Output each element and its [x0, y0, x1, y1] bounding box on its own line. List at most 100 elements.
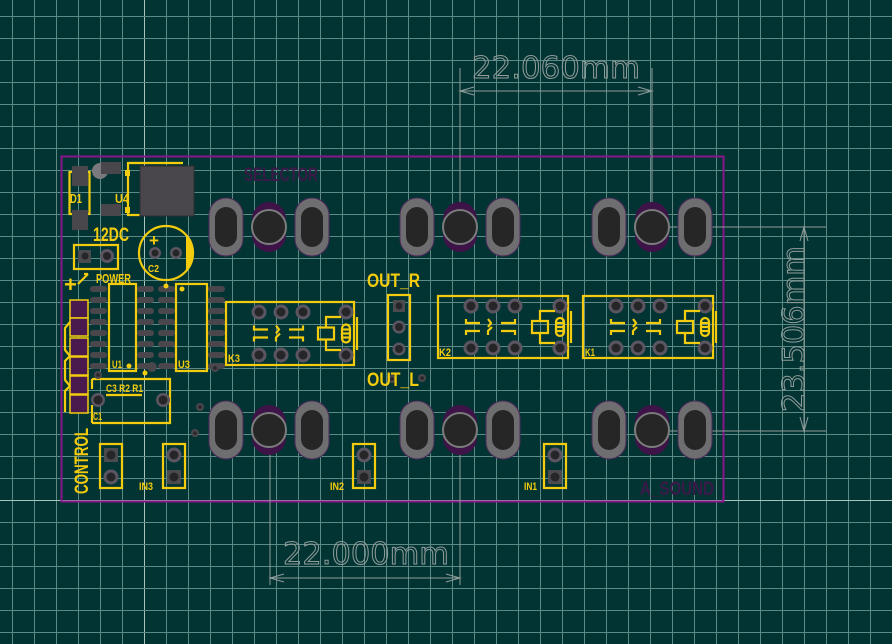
dimension-top-arrow-left	[458, 86, 475, 96]
out-header-drill	[395, 302, 403, 310]
component-k2[interactable]	[436, 294, 573, 360]
relay-coil-symbol	[530, 309, 555, 345]
ic-pad	[90, 352, 107, 358]
control-pad	[69, 394, 89, 414]
jack-center-pad	[442, 209, 478, 245]
audio-jack[interactable]	[399, 400, 521, 460]
audio-jack[interactable]	[591, 400, 713, 460]
u3-outline	[174, 282, 209, 373]
relay-drill	[488, 343, 498, 353]
ic-pad	[208, 341, 225, 347]
relay-outline	[581, 294, 715, 360]
relay-switch-symbol	[464, 318, 517, 335]
ic-pad	[208, 330, 225, 336]
component-u1[interactable]: U1	[107, 282, 138, 373]
component-in3-left[interactable]	[98, 442, 124, 490]
component-u3[interactable]: U3	[174, 282, 209, 373]
component-in2[interactable]	[351, 442, 377, 490]
header-drill	[169, 450, 179, 460]
via	[147, 362, 157, 372]
ic-pad	[137, 286, 154, 292]
header-drill	[106, 472, 116, 482]
component-control-connector[interactable]: CONTROL	[63, 299, 93, 494]
component-power-header[interactable]: POWER +	[64, 243, 131, 297]
ic-pad	[158, 363, 175, 369]
component-d1[interactable]: D1	[68, 166, 91, 230]
u4-label: U4	[115, 191, 130, 206]
k3-label: K3	[228, 353, 240, 365]
relay-drill	[298, 350, 308, 360]
ic-pad	[90, 363, 107, 369]
relay-drill	[655, 343, 665, 353]
k1-label: K1	[585, 347, 595, 359]
jack-oval-drill	[684, 207, 706, 247]
dimension-bottom[interactable]: 22.000mm	[268, 430, 462, 585]
ic-pad	[137, 297, 154, 303]
relay-drill	[510, 301, 520, 311]
component-k1[interactable]	[581, 294, 718, 360]
via-drill	[96, 373, 100, 377]
dimension-top-arrow-right	[637, 86, 654, 96]
jack-oval-drill	[492, 207, 514, 247]
c2-polarity-band	[186, 234, 194, 272]
ic-pad	[90, 319, 107, 325]
component-c1[interactable]: C3 R2 R1 C1	[90, 377, 172, 425]
relay-drill	[655, 301, 665, 311]
c3-r2-r1-label: C3 R2 R1	[106, 383, 143, 395]
jack-oval-drill	[215, 410, 237, 450]
relay-drill	[611, 301, 621, 311]
header-drill	[550, 450, 560, 460]
ic-pad	[158, 352, 175, 358]
out-r-label: OUT_R	[367, 271, 420, 292]
power-leader	[77, 273, 89, 285]
control-pad	[69, 375, 89, 395]
component-in1[interactable]	[542, 442, 568, 490]
header-drill	[169, 472, 179, 482]
dimension-right[interactable]: 23.506mm	[652, 225, 826, 433]
relay-drill	[555, 301, 565, 311]
jack-oval-drill	[215, 207, 237, 247]
jack-center-pad	[634, 412, 670, 448]
ic-pad	[158, 341, 175, 347]
ic-pad	[90, 341, 107, 347]
header-drill	[359, 472, 369, 482]
out-header-outline	[386, 293, 412, 362]
jack-oval-drill	[406, 410, 428, 450]
ic-pad	[158, 319, 175, 325]
audio-jack[interactable]	[591, 197, 713, 257]
audio-jack[interactable]	[399, 197, 521, 257]
dimension-right-arrow-bottom	[799, 416, 809, 433]
relay-coil-symbol	[316, 315, 341, 352]
dimension-top[interactable]: 22.060mm	[458, 51, 654, 222]
jack-center-pad	[251, 412, 287, 448]
board-outline[interactable]	[60, 155, 725, 503]
audio-jack[interactable]	[208, 400, 330, 460]
relay-drill	[466, 343, 476, 353]
out-header-drill	[395, 345, 403, 353]
audio-jack[interactable]	[208, 197, 330, 257]
component-in3-right[interactable]	[161, 442, 187, 490]
ic-pad	[158, 330, 175, 336]
ic-pad	[137, 352, 154, 358]
component-c2[interactable]: + C2	[137, 224, 195, 282]
c2-plus-label: +	[149, 231, 159, 250]
control-outline	[63, 321, 71, 357]
relays	[224, 294, 718, 367]
component-k3[interactable]	[224, 300, 359, 367]
relay-drill	[276, 350, 286, 360]
u1-label: U1	[112, 359, 122, 371]
in2-label: IN2	[330, 481, 344, 493]
relay-drill	[466, 301, 476, 311]
jack-oval-drill	[684, 410, 706, 450]
c1-outline	[92, 377, 172, 425]
component-u4[interactable]: U4	[92, 161, 195, 217]
component-out-header[interactable]: OUT_R OUT_L	[367, 271, 420, 391]
d1-label: D1	[70, 191, 82, 206]
relay-drill	[298, 307, 308, 317]
jack-center-pad	[251, 209, 287, 245]
dimension-bottom-arrow-left	[268, 573, 285, 583]
jack-center-pad	[442, 412, 478, 448]
u1-outline	[107, 282, 138, 373]
relay-drill	[510, 343, 520, 353]
